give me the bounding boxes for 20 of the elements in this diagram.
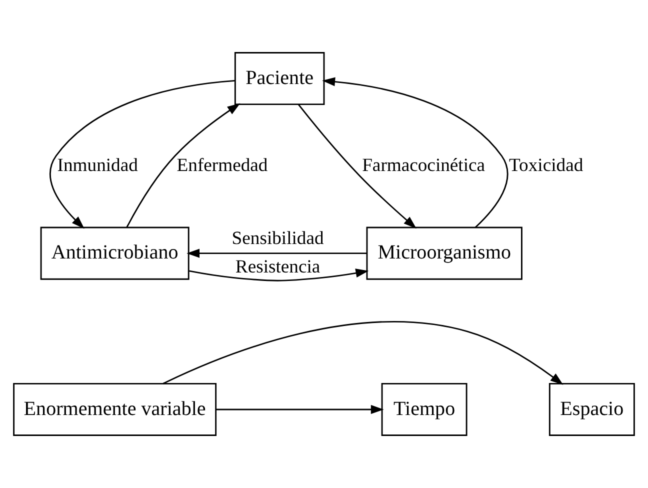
- arrow: [50, 80, 236, 229]
- edge-label: Resistencia: [235, 256, 320, 278]
- arrow: [188, 268, 369, 282]
- node-box: Tiempo: [381, 382, 468, 436]
- arrow: [162, 321, 564, 385]
- node-box: Antimicrobiano: [40, 226, 190, 280]
- node-box: Paciente: [234, 52, 325, 106]
- node-box: Espacio: [548, 382, 635, 436]
- arrow: [298, 104, 416, 229]
- arrow: [322, 77, 508, 228]
- arrow: [216, 404, 384, 414]
- arrow: [186, 248, 367, 258]
- node-box: Microorganismo: [366, 226, 522, 280]
- arrow: [126, 103, 240, 228]
- edge-label: Toxicidad: [508, 154, 584, 176]
- edge-label: Sensibilidad: [232, 228, 324, 249]
- edge-label: Inmunidad: [57, 154, 138, 176]
- edge-label: Enfermedad: [176, 154, 268, 176]
- node-box: Enormemente variable: [13, 382, 217, 436]
- edge-label: Farmacocinética: [362, 154, 486, 176]
